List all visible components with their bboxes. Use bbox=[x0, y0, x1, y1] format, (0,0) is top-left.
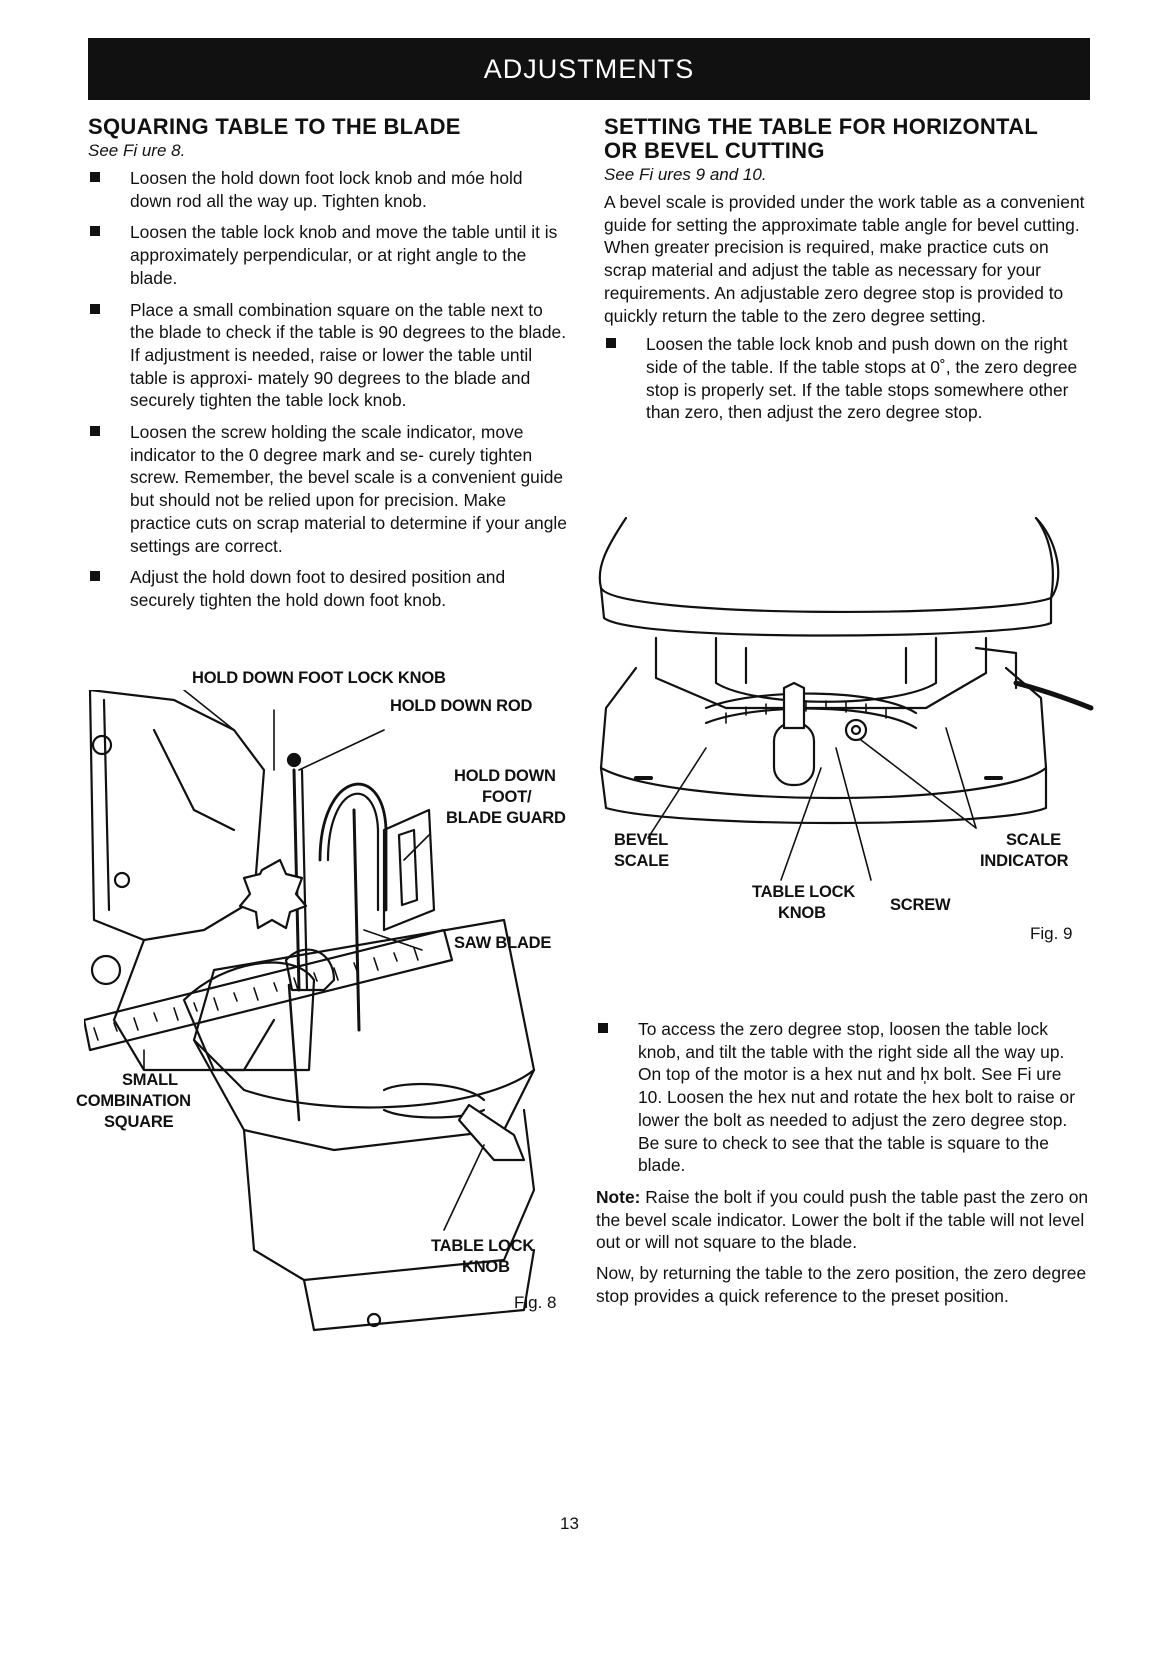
bullet-square-icon bbox=[90, 571, 100, 582]
right-intro-paragraph: A bevel scale is provided under the work… bbox=[604, 192, 1085, 326]
callout-indicator-line2: INDICATOR bbox=[980, 852, 1069, 870]
callout-table-lock-line1: TABLE LOCK bbox=[752, 883, 856, 901]
callout-hold-down-foot-line2: FOOT/ bbox=[482, 788, 532, 806]
list-item: Loosen the screw holding the scale indic… bbox=[88, 421, 568, 557]
left-heading: SQUARING TABLE TO THE BLADE bbox=[88, 114, 461, 139]
section-title: ADJUSTMENTS bbox=[483, 53, 695, 84]
bullet-square-icon bbox=[606, 338, 616, 349]
right-column-lower: To access the zero degree stop, loosen t… bbox=[596, 1018, 1090, 1307]
figure-9: BEVEL SCALE SCALE INDICATOR TABLE LOCK K… bbox=[596, 508, 1096, 1006]
right-bullet-list-1: Loosen the table lock knob and push down… bbox=[604, 333, 1090, 424]
left-bullet-list: Loosen the hold down foot lock knob and … bbox=[88, 167, 568, 612]
bullet-square-icon bbox=[90, 226, 100, 237]
callout-table-lock-line2: KNOB bbox=[778, 904, 826, 922]
callout-bevel-line1: BEVEL bbox=[614, 831, 669, 849]
callout-screw: SCREW bbox=[890, 896, 951, 914]
page-number: 13 bbox=[560, 1514, 579, 1533]
bevel-scale-illustration bbox=[598, 516, 1094, 881]
right-heading-line1: SETTING THE TABLE FOR HORIZONTAL bbox=[604, 114, 1039, 139]
section-header: ADJUSTMENTS bbox=[88, 38, 1090, 100]
callout-table-lock-line1: TABLE LOCK bbox=[431, 1237, 535, 1255]
callout-hold-down-foot-lock-knob: HOLD DOWN FOOT LOCK KNOB bbox=[192, 669, 446, 687]
right-heading-line2: OR BEVEL CUTTING bbox=[604, 138, 825, 163]
bullet-square-icon bbox=[90, 426, 100, 437]
right-column: SETTING THE TABLE FOR HORIZONTAL OR BEVE… bbox=[604, 115, 1090, 433]
list-item: Adjust the hold down foot to desired pos… bbox=[88, 566, 568, 611]
bullet-square-icon bbox=[598, 1023, 608, 1033]
scroll-saw-table-illustration bbox=[84, 690, 536, 1332]
callout-square-line3: SQUARE bbox=[104, 1113, 174, 1131]
right-figure-reference: See Fi ures 9 and 10. bbox=[604, 165, 767, 184]
left-column: SQUARING TABLE TO THE BLADE See Fi ure 8… bbox=[88, 115, 568, 621]
figure-8: HOLD DOWN FOOT LOCK KNOB HOLD DOWN ROD H… bbox=[76, 669, 566, 1370]
list-item: To access the zero degree stop, loosen t… bbox=[596, 1018, 1090, 1177]
callout-hold-down-foot-line1: HOLD DOWN bbox=[454, 767, 556, 785]
list-item: Loosen the table lock knob and push down… bbox=[604, 333, 1090, 424]
right-bullet-list-2: To access the zero degree stop, loosen t… bbox=[596, 1018, 1090, 1177]
callout-blade-guard: BLADE GUARD bbox=[446, 809, 566, 827]
callout-bevel-scale-line2: SCALE bbox=[614, 852, 669, 870]
callout-hold-down-rod: HOLD DOWN ROD bbox=[390, 697, 533, 715]
left-figure-reference: See Fi ure 8. bbox=[88, 141, 186, 160]
list-item: Place a small combination square on the … bbox=[88, 299, 568, 413]
callout-saw-blade: SAW BLADE bbox=[454, 934, 552, 952]
note-label: Note: bbox=[596, 1186, 641, 1207]
bullet-square-icon bbox=[90, 303, 100, 314]
callout-scale-line1: SCALE bbox=[1006, 831, 1061, 849]
callout-table-lock-line2: KNOB bbox=[462, 1258, 510, 1276]
note-text: Raise the bolt if you could push the tab… bbox=[596, 1186, 1089, 1253]
list-item: Loosen the hold down foot lock knob and … bbox=[88, 167, 568, 212]
note-paragraph: Note: Raise the bolt if you could push t… bbox=[596, 1186, 1090, 1254]
callout-combination-line2: COMBINATION bbox=[76, 1092, 191, 1110]
callout-small-line1: SMALL bbox=[122, 1071, 178, 1089]
figure-8-label: Fig. 8 bbox=[514, 1293, 557, 1312]
figure-9-label: Fig. 9 bbox=[1030, 924, 1073, 943]
closing-paragraph: Now, by returning the table to the zero … bbox=[596, 1263, 1087, 1306]
bullet-square-icon bbox=[90, 172, 100, 182]
list-item: Loosen the table lock knob and move the … bbox=[88, 221, 568, 289]
